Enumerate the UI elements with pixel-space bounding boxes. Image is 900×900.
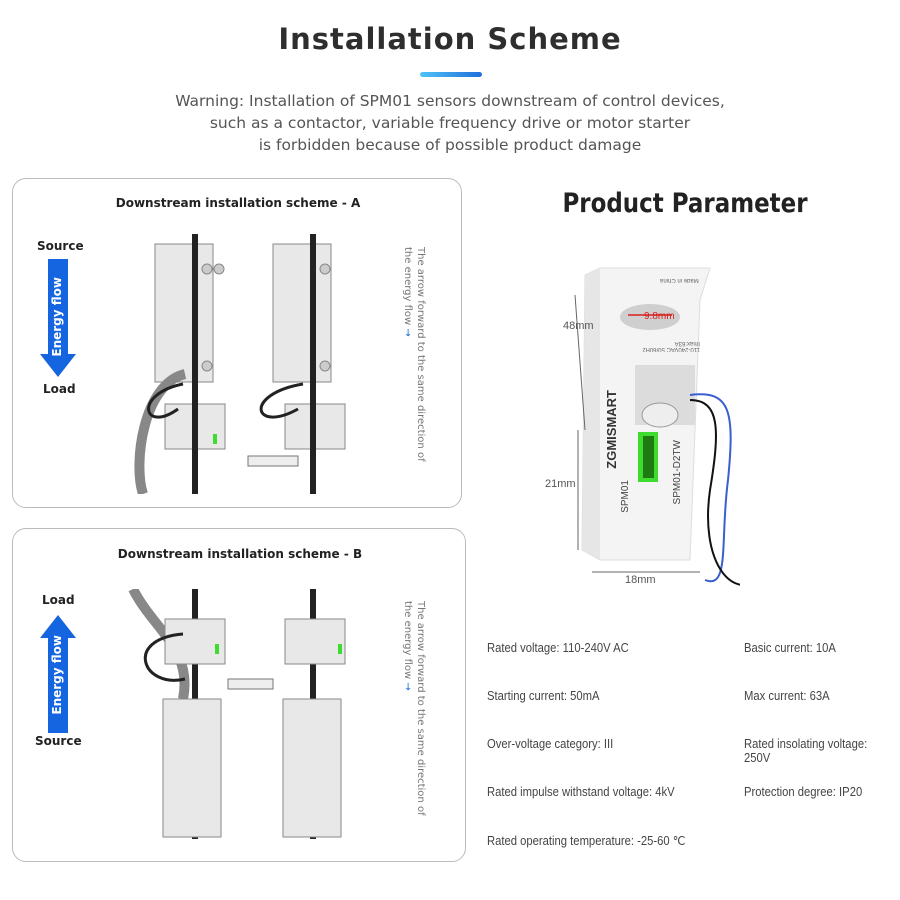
spec-item: Over-voltage category: III	[487, 737, 614, 751]
energy-flow-down-arrow	[40, 259, 76, 377]
scheme-b-diagram	[128, 589, 346, 839]
spec-item: Protection degree: IP20	[744, 785, 863, 799]
spec-item: Rated operating temperature: -25-60 ℃	[487, 834, 686, 848]
product-parameter-title: Product Parameter	[562, 188, 808, 219]
scheme-b-title: Downstream installation scheme - B	[117, 547, 363, 561]
arrow-note: The arrow forward to the same direction …	[402, 247, 426, 462]
scheme-b-bottom-label: Source	[35, 734, 82, 748]
spec-item: Rated insolating voltage: 250V	[744, 737, 868, 765]
energy-flow-label: Energy flow	[50, 277, 64, 357]
hole-diameter-label: 9.8mm	[644, 311, 675, 322]
scheme-a-panel: Downstream installation scheme - A Sourc…	[12, 178, 462, 508]
made-in-label: Made in China	[660, 277, 699, 283]
model-label: SPM01	[620, 480, 631, 513]
warning-line: Warning: Installation of SPM01 sensors d…	[175, 92, 725, 110]
height-dimension: 48mm	[563, 320, 594, 332]
rating-label: 110-240VAC 50/60Hz Imax:63A	[642, 340, 700, 352]
scheme-b-top-label: Load	[42, 593, 75, 607]
scheme-b-panel: Downstream installation scheme - B Load …	[12, 528, 466, 862]
energy-flow-up-arrow	[40, 615, 76, 733]
warning-line: such as a contactor, variable frequency …	[209, 114, 691, 132]
warning-line: is forbidden because of possible product…	[258, 136, 642, 154]
scheme-a-top-label: Source	[37, 239, 84, 253]
page-title: Installation Scheme	[278, 22, 622, 56]
product-image	[574, 267, 740, 586]
depth-dimension: 21mm	[545, 478, 576, 490]
spec-item: Max current: 63A	[744, 689, 830, 703]
scheme-a-diagram	[134, 234, 346, 494]
arrow-note: The arrow forward to the same direction …	[402, 601, 426, 816]
model-full-label: SPM01-D2TW	[672, 440, 683, 505]
warning-text: Warning: Installation of SPM01 sensors d…	[0, 90, 900, 156]
spec-item: Rated voltage: 110-240V AC	[487, 641, 629, 655]
energy-flow-label: Energy flow	[50, 635, 64, 715]
spec-item: Rated impulse withstand voltage: 4kV	[487, 785, 675, 799]
scheme-a-bottom-label: Load	[43, 382, 76, 396]
spec-item: Basic current: 10A	[744, 641, 836, 655]
spec-item: Starting current: 50mA	[487, 689, 600, 703]
scheme-a-title: Downstream installation scheme - A	[115, 196, 361, 210]
brand-logo-text: ZGMISMART	[604, 390, 619, 469]
title-underline	[420, 72, 482, 77]
width-dimension: 18mm	[625, 574, 656, 586]
